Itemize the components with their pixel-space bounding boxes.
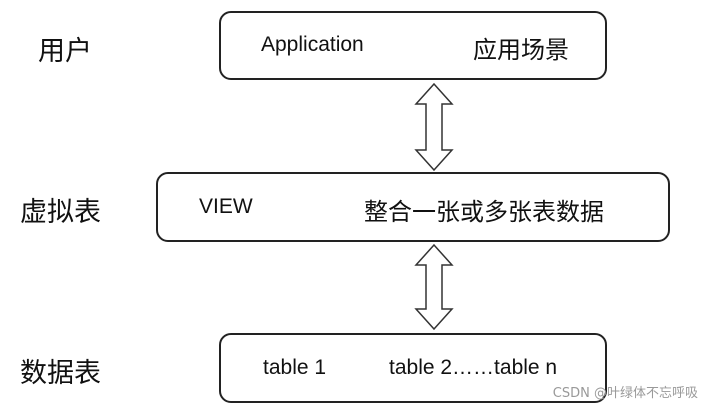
application-box: Application 应用场景 [219,11,607,80]
double-arrow-icon [414,82,454,172]
watermark: CSDN @叶绿体不忘呼吸 [552,386,698,401]
view-description-label: 整合一张或多张表数据 [364,198,604,226]
view-box: VIEW 整合一张或多张表数据 [156,172,670,242]
row-label-data-table: 数据表 [20,358,101,389]
table-1-label: table 1 [263,356,327,379]
table-range-label: table 2……table n [389,356,558,379]
double-arrow-icon [414,243,454,331]
application-scene-label: 应用场景 [473,36,569,64]
view-label: VIEW [199,195,253,218]
tables-box: table 1 table 2……table n [219,333,607,403]
row-label-user: 用户 [38,36,92,67]
application-label: Application [261,33,364,56]
row-label-virtual-table: 虚拟表 [20,197,101,228]
